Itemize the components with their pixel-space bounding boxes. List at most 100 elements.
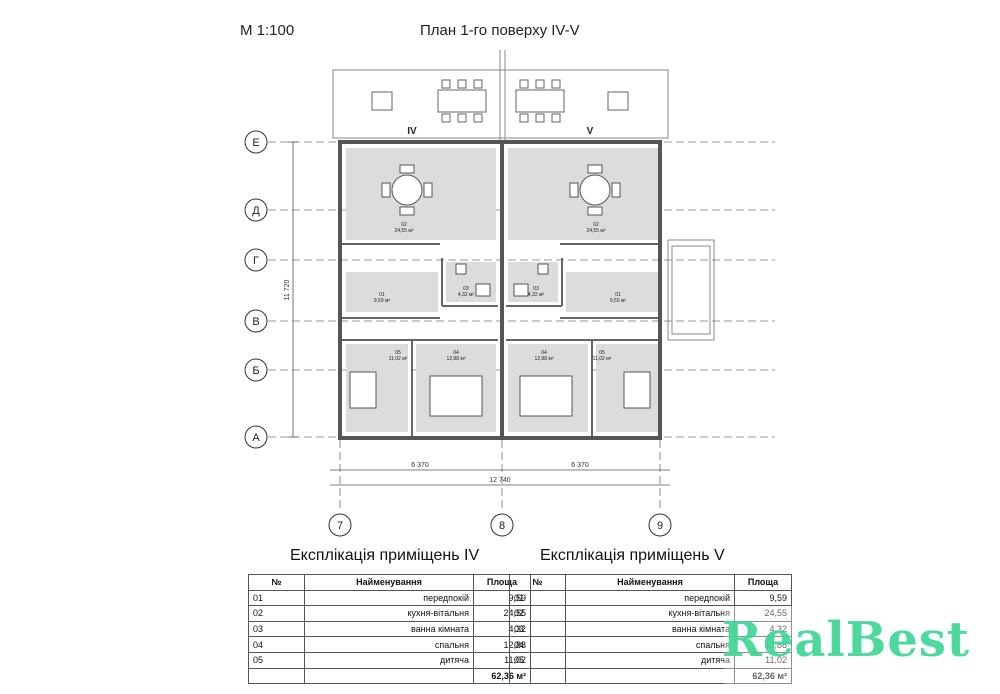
table-cell: спальня: [565, 636, 735, 653]
room-number: 03: [533, 286, 539, 292]
beds: [349, 371, 651, 417]
dimension-half-right: 6 370: [571, 462, 589, 469]
watermark-backdrop: [724, 606, 984, 686]
room-area: 24,55 м²: [586, 228, 605, 234]
column-marker-labels: 7 8 9: [337, 520, 663, 532]
room-number: 04: [453, 350, 459, 356]
table-total: 62,36 м²: [734, 667, 792, 685]
room-number: 02: [593, 222, 599, 228]
watermark-logo: RealBest: [722, 612, 971, 668]
unit-label-v: V: [587, 126, 594, 137]
table-cell: 01: [509, 589, 566, 607]
room-area: 9,59 м²: [374, 298, 391, 304]
room-number: 05: [599, 350, 605, 356]
row-label-a: А: [252, 432, 260, 444]
outdoor-furniture: [371, 79, 629, 123]
room-number: 02: [401, 222, 407, 228]
side-porch: [667, 239, 715, 341]
table-header-cell: Площа: [734, 574, 792, 591]
table-cell: 01: [248, 589, 305, 607]
table-cell: 05: [509, 651, 566, 669]
table-cell: 02: [248, 605, 305, 622]
scale-label: М 1:100: [240, 22, 295, 39]
room-area: 12,88 м²: [534, 356, 553, 362]
table-title-iv: Експлікація приміщень IV: [290, 547, 480, 564]
table-cell: 05: [248, 651, 305, 669]
room-area: 11,02 м²: [593, 356, 612, 362]
column-label-7: 7: [337, 520, 343, 532]
row-markers: [244, 130, 268, 449]
table-cell: 02: [509, 605, 566, 622]
walls: [338, 140, 662, 440]
table-total-row: 62,36 м²: [509, 667, 792, 685]
column-label-9: 9: [657, 520, 663, 532]
room-number: 04: [541, 350, 547, 356]
dimension-total-width: 12 740: [489, 477, 511, 484]
table-cell: кухня-вітальня: [304, 605, 474, 622]
room-area: 11,02 м²: [389, 356, 408, 362]
room-number: 01: [379, 292, 385, 298]
room-number: 01: [615, 292, 621, 298]
row-label-b: Б: [252, 365, 259, 377]
table-cell: ванна кімната: [565, 620, 735, 638]
table-cell: 9,59: [734, 589, 792, 607]
table-cell: [304, 667, 474, 685]
room-area: 12,88 м²: [446, 356, 465, 362]
row-marker-labels: Е Д Г В Б А: [252, 137, 260, 444]
dimension-texts: 6 370 6 370 12 740 11 720: [284, 279, 589, 484]
table-cell: [248, 667, 305, 685]
dimension-lines: [288, 141, 670, 486]
terrace: [332, 50, 669, 140]
table-cell: 03: [509, 620, 566, 638]
table-cell: кухня-вітальня: [565, 605, 735, 622]
table-cell: спальня: [304, 636, 474, 653]
table-cell: дитяча: [304, 651, 474, 669]
table-header-cell: №: [248, 574, 305, 591]
row-label-d: Д: [252, 205, 260, 217]
table-total-row: 62,36 м²: [248, 667, 531, 685]
table-cell: передпокій: [565, 589, 735, 607]
unit-label-iv: IV: [407, 126, 417, 137]
table-header-cell: Найменування: [565, 574, 735, 591]
table-cell: 03: [248, 620, 305, 638]
row-label-h: Г: [253, 255, 259, 267]
row-label-e: Е: [252, 137, 259, 149]
table-cell: 04: [248, 636, 305, 653]
floor-plan-drawing: Е Д Г В Б А 7 8 9 6 370 6 370 12 740 11 …: [244, 50, 775, 537]
table-cell: дитяча: [565, 651, 735, 669]
dimension-total-height: 11 720: [284, 279, 291, 300]
table-cell: [565, 667, 735, 685]
column-markers: [328, 513, 672, 537]
table-cell: передпокій: [304, 589, 474, 607]
room-area: 24,55 м²: [394, 228, 413, 234]
table-cell: [509, 667, 566, 685]
room-number: 05: [395, 350, 401, 356]
column-label-8: 8: [499, 520, 505, 532]
unit-labels: IV V: [407, 126, 593, 137]
table-header-cell: Найменування: [304, 574, 474, 591]
table-cell: 04: [509, 636, 566, 653]
table-header-cell: №: [509, 574, 566, 591]
dimension-half-left: 6 370: [411, 462, 429, 469]
inner-walls: [342, 243, 658, 436]
room-area: 4,32 м²: [528, 292, 545, 298]
table-title-v: Експлікація приміщень V: [540, 547, 725, 564]
row-label-v: В: [252, 316, 259, 328]
room-number: 03: [463, 286, 469, 292]
bathroom-fixtures: [455, 263, 549, 297]
table-cell: ванна кімната: [304, 620, 474, 638]
room-area: 4,32 м²: [458, 292, 475, 298]
dining-tables: [381, 164, 621, 216]
